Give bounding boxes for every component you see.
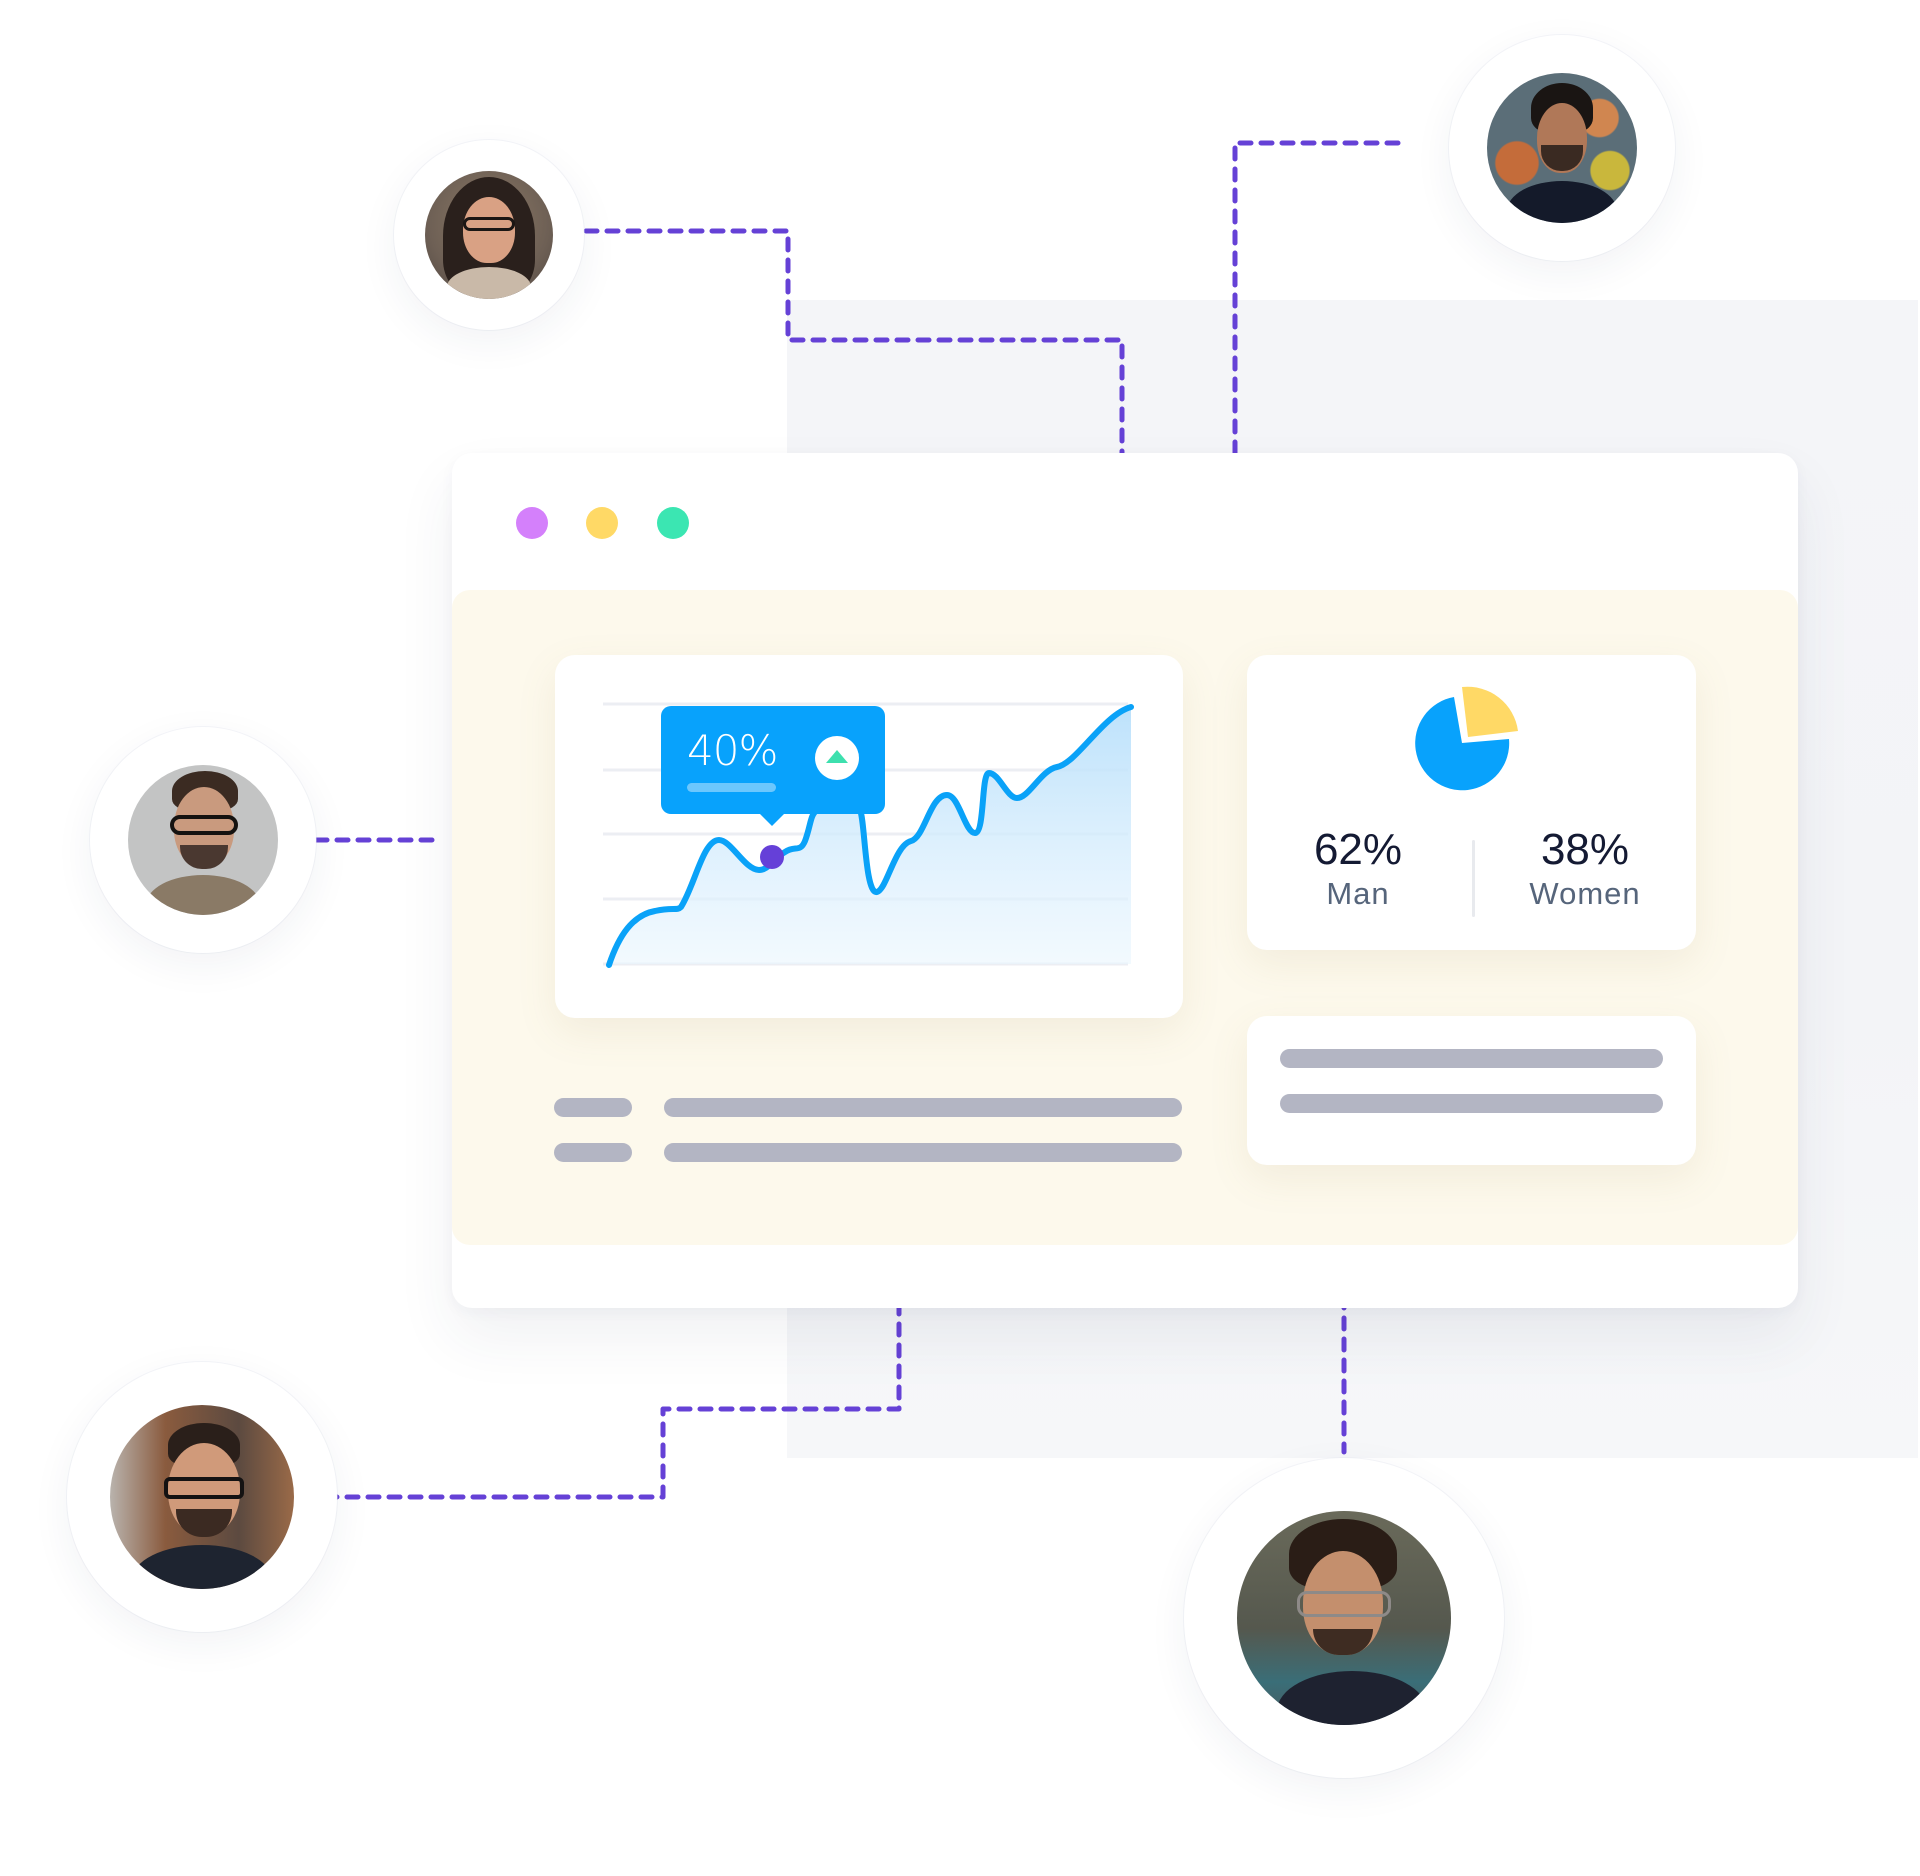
stat-man-value: 62%: [1313, 825, 1403, 874]
skeleton-line-1: [664, 1098, 1182, 1117]
stat-women: 38% Women: [1495, 825, 1675, 913]
skeleton-card-line-2: [1280, 1094, 1663, 1113]
skeleton-card-line-1: [1280, 1049, 1663, 1068]
stat-divider: [1472, 840, 1475, 917]
up-triangle-icon: [815, 736, 859, 780]
dashboard-content: 40% 62% Man 38% Women: [452, 590, 1798, 1245]
avatar-bottom-right[interactable]: [1237, 1511, 1451, 1725]
area-fill: [609, 707, 1131, 965]
skeleton-label-2: [554, 1143, 632, 1162]
pie-slice-man: [1415, 697, 1510, 791]
line-chart: [603, 702, 1134, 968]
trend-line: [606, 704, 1134, 968]
avatar-top-right[interactable]: [1487, 73, 1637, 223]
green-window-dot[interactable]: [657, 507, 689, 539]
stat-man: 62% Man: [1268, 825, 1448, 913]
line-chart-card: 40%: [555, 655, 1183, 1018]
highlight-point: [760, 845, 784, 869]
stat-women-label: Women: [1529, 876, 1641, 911]
purple-window-dot[interactable]: [516, 507, 548, 539]
skeleton-line-2: [664, 1143, 1182, 1162]
avatar-bottom-left[interactable]: [110, 1405, 294, 1589]
gender-pie-card: 62% Man 38% Women: [1247, 655, 1696, 950]
yellow-window-dot[interactable]: [586, 507, 618, 539]
text-placeholder-card: [1247, 1016, 1696, 1165]
value-tooltip: 40%: [661, 706, 885, 826]
avatar-middle-left[interactable]: [128, 765, 278, 915]
stat-women-value: 38%: [1540, 825, 1630, 874]
pie-slice-women: [1462, 686, 1518, 737]
tooltip-subtitle-placeholder: [687, 783, 776, 792]
stat-man-label: Man: [1326, 876, 1390, 911]
skeleton-label-1: [554, 1098, 632, 1117]
app-window: 40% 62% Man 38% Women: [452, 453, 1798, 1308]
tooltip-value: 40%: [687, 726, 778, 775]
avatar-top-left[interactable]: [425, 171, 553, 299]
pie-chart: [1415, 686, 1518, 791]
